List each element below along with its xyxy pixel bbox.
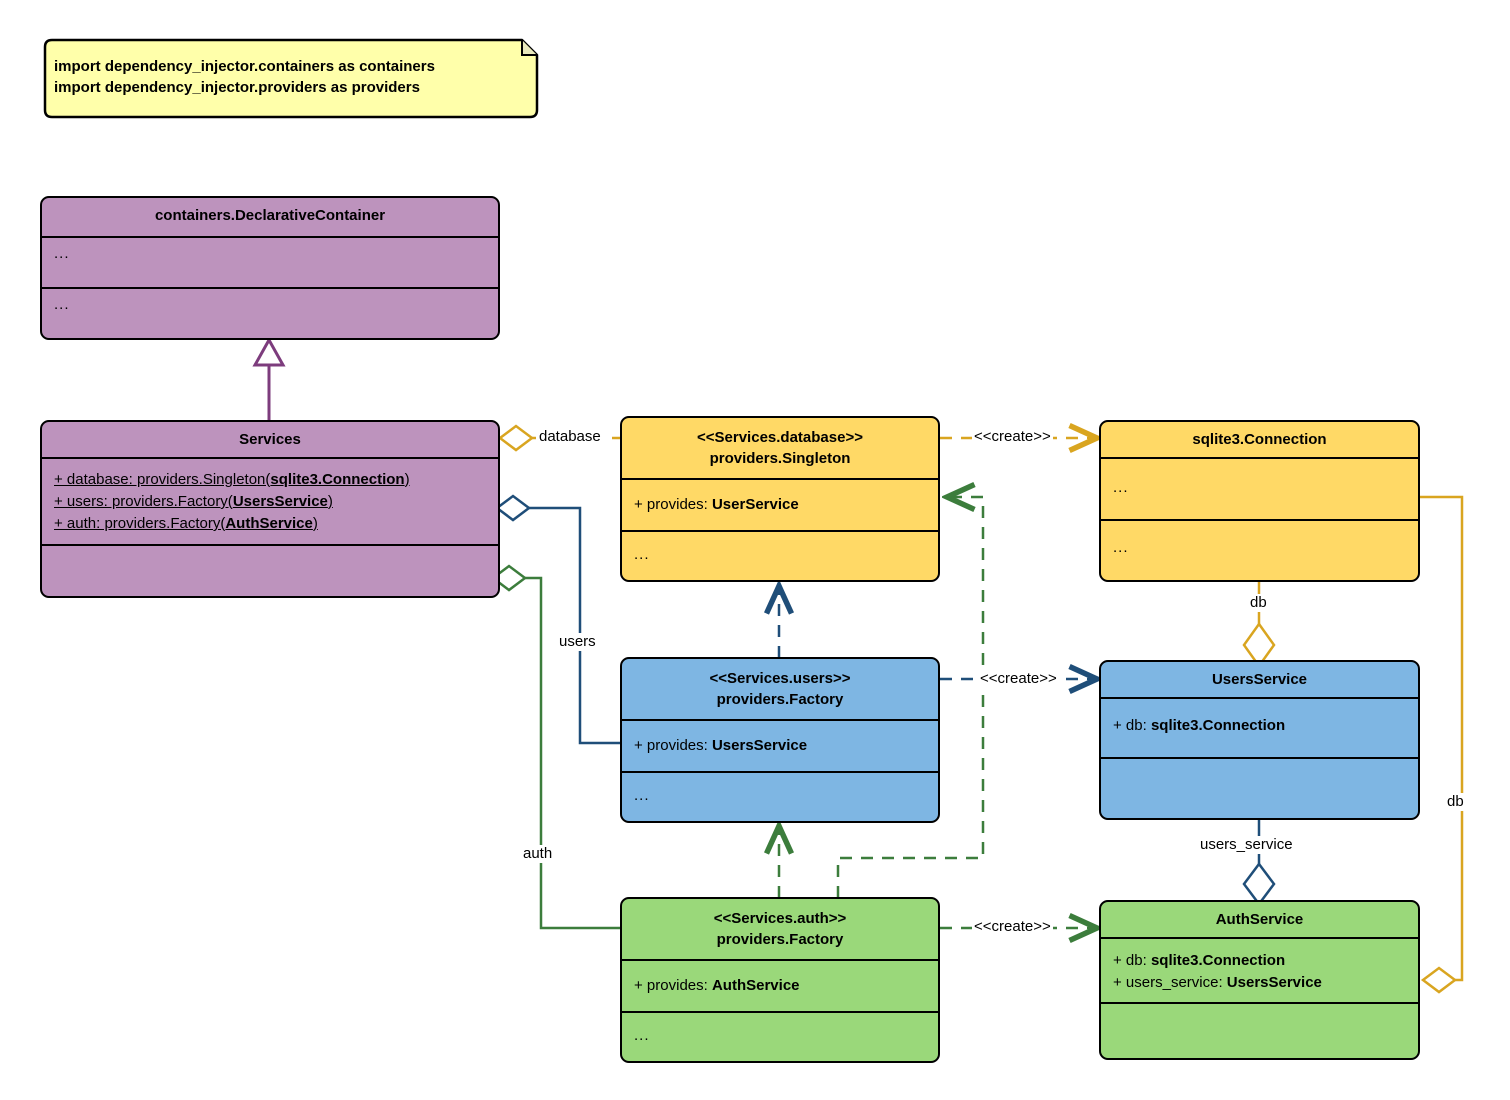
class-header: AuthService <box>1101 902 1418 939</box>
class-stereotype: <<Services.users>> <box>709 670 851 687</box>
class-header: containers.DeclarativeContainer <box>42 198 498 238</box>
edge-label-db-authservice: db <box>1444 793 1467 811</box>
class-header: UsersService <box>1101 662 1418 699</box>
class-operations: ... <box>622 773 938 821</box>
operations-ellipsis: ... <box>54 296 70 313</box>
class-title: providers.Singleton <box>709 450 851 467</box>
class-stereotype: <<Services.database>> <box>697 429 863 446</box>
attribute-db: + db: sqlite3.Connection <box>1113 952 1286 969</box>
class-header: <<Services.users>> providers.Factory <box>622 659 938 721</box>
class-attributes: + database: providers.Singleton(sqlite3.… <box>42 459 498 546</box>
class-operations: ... <box>42 289 498 338</box>
class-header: <<Services.auth>> providers.Factory <box>622 899 938 961</box>
class-title: sqlite3.Connection <box>1192 431 1327 448</box>
class-attributes: + db: sqlite3.Connection + users_service… <box>1101 939 1418 1004</box>
edge-label-create-database: <<create>> <box>972 428 1053 446</box>
class-attributes: + provides: AuthService <box>622 961 938 1013</box>
association-services-auth <box>490 564 620 930</box>
attributes-ellipsis: ... <box>1113 479 1129 496</box>
class-header: Services <box>42 422 498 459</box>
operations-ellipsis: ... <box>1113 539 1129 556</box>
import-note: import dependency_injector.containers as… <box>40 38 540 120</box>
class-stereotype: <<Services.auth>> <box>713 910 847 927</box>
attribute-users: + users: providers.Factory(UsersService) <box>54 493 333 510</box>
class-title: containers.DeclarativeContainer <box>154 207 386 224</box>
class-header: <<Services.database>> providers.Singleto… <box>622 418 938 480</box>
class-attributes: ... <box>42 238 498 289</box>
association-db-usersservice <box>1242 580 1276 669</box>
association-usersservice-authservice <box>1242 820 1276 907</box>
class-title: providers.Factory <box>716 691 844 708</box>
edge-label-database: database <box>536 428 604 446</box>
attribute-provides: + provides: UserService <box>634 496 799 513</box>
class-auth-service[interactable]: AuthService + db: sqlite3.Connection + u… <box>1099 900 1420 1060</box>
edge-label-create-users: <<create>> <box>978 670 1059 688</box>
class-declarative-container[interactable]: containers.DeclarativeContainer ... ... <box>40 196 500 340</box>
class-title: Services <box>239 431 301 448</box>
operations-ellipsis: ... <box>634 787 650 804</box>
edge-label-create-auth: <<create>> <box>972 918 1053 936</box>
attribute-provides: + provides: UsersService <box>634 737 808 754</box>
class-users-service[interactable]: UsersService + db: sqlite3.Connection <box>1099 660 1420 820</box>
class-sqlite3-connection[interactable]: sqlite3.Connection ... ... <box>1099 420 1420 582</box>
attribute-users-service: + users_service: UsersService <box>1113 974 1322 991</box>
generalization-services-to-declarativecontainer <box>252 336 286 420</box>
class-title: UsersService <box>1211 671 1308 688</box>
class-attributes: ... <box>1101 459 1418 521</box>
class-attributes: + provides: UserService <box>622 480 938 532</box>
class-operations <box>1101 1004 1418 1058</box>
class-services[interactable]: Services + database: providers.Singleton… <box>40 420 500 598</box>
class-attributes: + provides: UsersService <box>622 721 938 773</box>
class-operations <box>42 546 498 596</box>
operations-ellipsis: ... <box>634 1027 650 1044</box>
note-text: import dependency_injector.containers as… <box>54 58 435 96</box>
class-operations: ... <box>1101 521 1418 580</box>
class-operations: ... <box>622 532 938 580</box>
attribute-provides: + provides: AuthService <box>634 977 800 994</box>
edge-label-db-usersservice: db <box>1247 594 1270 612</box>
class-title: AuthService <box>1215 911 1304 928</box>
association-services-users <box>494 494 620 745</box>
class-services-users-provider[interactable]: <<Services.users>> providers.Factory + p… <box>620 657 940 823</box>
class-header: sqlite3.Connection <box>1101 422 1418 459</box>
class-operations <box>1101 759 1418 818</box>
attribute-db: + db: sqlite3.Connection <box>1113 717 1286 734</box>
class-services-database-provider[interactable]: <<Services.database>> providers.Singleto… <box>620 416 940 582</box>
edge-label-auth: auth <box>520 845 556 863</box>
class-services-auth-provider[interactable]: <<Services.auth>> providers.Factory + pr… <box>620 897 940 1063</box>
class-title: providers.Factory <box>716 931 844 948</box>
attributes-ellipsis: ... <box>54 245 70 262</box>
note-shape <box>43 38 539 119</box>
attribute-auth: + auth: providers.Factory(AuthService) <box>54 515 318 532</box>
association-db-authservice <box>1420 495 1464 994</box>
edge-label-users: users <box>556 633 599 651</box>
class-operations: ... <box>622 1013 938 1061</box>
attribute-database: + database: providers.Singleton(sqlite3.… <box>54 471 410 488</box>
operations-ellipsis: ... <box>634 546 650 563</box>
class-attributes: + db: sqlite3.Connection <box>1101 699 1418 759</box>
edge-label-users-service: users_service <box>1197 836 1296 854</box>
